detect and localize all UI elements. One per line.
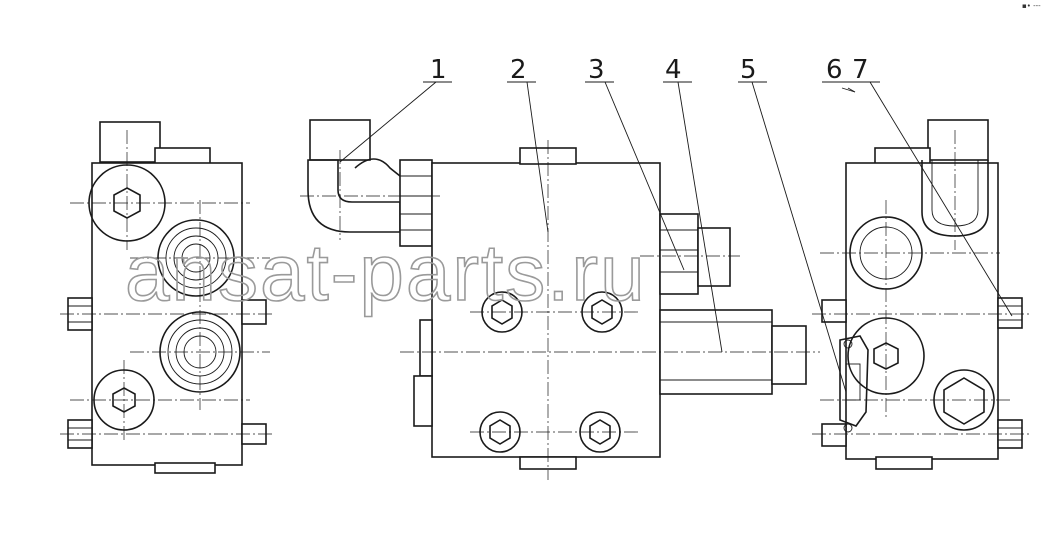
center-front-view [300,119,820,480]
leader-lines [339,81,1013,393]
watermark-text: ansat-parts.ru [125,228,647,317]
left-side-view [60,121,275,474]
callout-1: 1 [430,55,447,85]
callout-3: 3 [588,55,605,85]
callout-2: 2 [510,55,527,85]
callout-4: 4 [665,55,682,85]
callout-6: 6 [826,55,843,85]
corner-mark: ▪• --- [1022,2,1041,10]
callout-labels: 1 2 3 4 5 6 7 [430,55,869,85]
callout-5: 5 [740,55,757,85]
callout-7: 7 [852,55,869,85]
right-side-view [812,119,1030,470]
